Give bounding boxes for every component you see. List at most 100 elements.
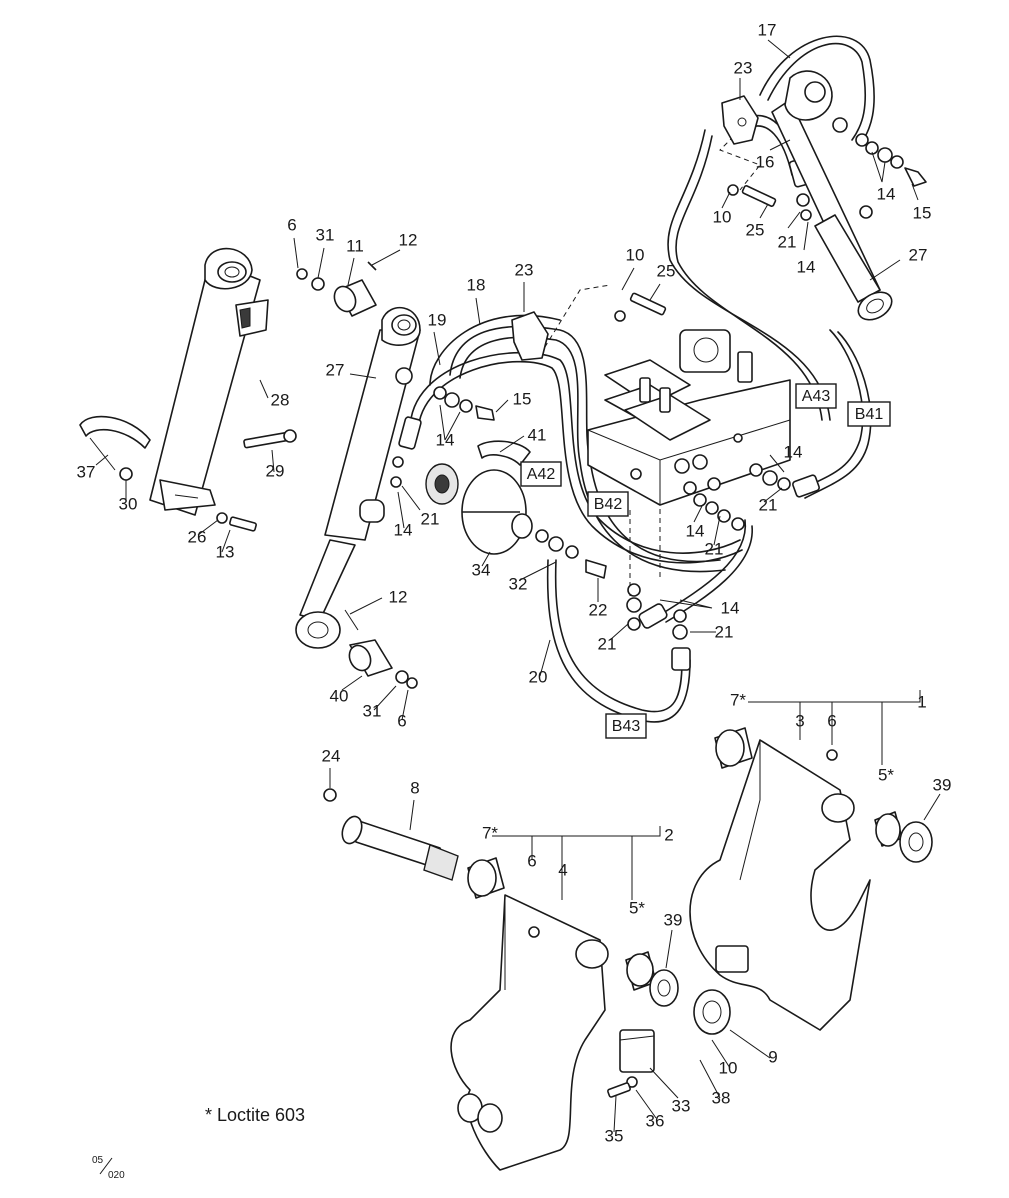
callout-14-valve: 14 xyxy=(784,442,803,461)
callout-39-right: 39 xyxy=(933,775,952,794)
hose-b41 xyxy=(792,329,872,499)
hose-17 xyxy=(667,35,875,421)
callout-12-b: 12 xyxy=(389,587,408,606)
callout-5-right: 5* xyxy=(878,765,894,784)
loctite-note: * Loctite 603 xyxy=(205,1105,305,1125)
svg-text:A43: A43 xyxy=(802,388,831,405)
callout-10-center: 10 xyxy=(626,245,645,264)
callout-27-top: 27 xyxy=(909,245,928,264)
callout-24: 24 xyxy=(322,746,341,765)
callout-37: 37 xyxy=(77,462,96,481)
port-box-b41: B41 xyxy=(847,401,891,427)
callout-14-center: 14 xyxy=(436,430,455,449)
callout-25-center: 25 xyxy=(657,261,676,280)
bracket-23-center xyxy=(511,311,549,361)
callout-21-lower-right: 21 xyxy=(715,622,734,641)
callout-14-lower: 14 xyxy=(721,598,740,617)
callout-12-a: 12 xyxy=(399,230,418,249)
callout-8: 8 xyxy=(410,778,419,797)
callout-14-valve-bottom: 14 xyxy=(686,521,705,540)
leader-lines xyxy=(95,39,941,1133)
hydraulic-cylinder-28 xyxy=(149,247,269,516)
callout-41: 41 xyxy=(528,425,547,444)
callout-11: 11 xyxy=(346,236,364,255)
callout-28: 28 xyxy=(271,390,290,409)
callout-14-top-b: 14 xyxy=(877,184,896,203)
callout-30: 30 xyxy=(119,494,138,513)
callout-40: 40 xyxy=(330,686,349,705)
callout-23-center: 23 xyxy=(515,260,534,279)
callout-35: 35 xyxy=(605,1126,624,1145)
callout-6-a: 6 xyxy=(287,215,296,234)
bracket-23-top xyxy=(721,95,759,145)
callout-7-left: 7* xyxy=(482,823,498,842)
callout-10-top: 10 xyxy=(713,207,732,226)
callout-9: 9 xyxy=(768,1047,777,1066)
svg-text:A42: A42 xyxy=(527,466,556,483)
callout-39-left: 39 xyxy=(664,910,683,929)
callout-5-left: 5* xyxy=(629,898,645,917)
callout-15-top: 15 xyxy=(913,203,932,222)
clamp-37 xyxy=(79,415,151,471)
callout-26: 26 xyxy=(188,527,207,546)
callout-16: 16 xyxy=(756,152,775,171)
page-code: 05 020 xyxy=(92,1155,125,1181)
callout-22: 22 xyxy=(589,600,608,619)
callout-6-right: 6 xyxy=(827,711,836,730)
callout-31-a: 31 xyxy=(316,225,335,244)
port-box-a43: A43 xyxy=(795,383,837,409)
svg-text:B43: B43 xyxy=(612,718,641,735)
callout-13: 13 xyxy=(216,542,235,561)
callout-7-right: 7* xyxy=(730,690,746,709)
callout-15-center: 15 xyxy=(513,389,532,408)
callout-3: 3 xyxy=(795,711,804,730)
callout-33: 33 xyxy=(672,1096,691,1115)
callout-38: 38 xyxy=(712,1088,731,1107)
callout-4: 4 xyxy=(558,860,567,879)
callout-21-center: 21 xyxy=(421,509,440,528)
callout-31-b: 31 xyxy=(363,701,382,720)
svg-text:B41: B41 xyxy=(855,406,884,423)
callout-6-b: 6 xyxy=(397,711,406,730)
hydraulic-cylinder-small xyxy=(771,70,893,321)
port-box-a42: A42 xyxy=(520,461,562,487)
callout-14-cyl: 14 xyxy=(394,520,413,539)
arm-assembly-1 xyxy=(689,727,933,1031)
callout-17: 17 xyxy=(758,20,777,39)
bolts-left xyxy=(119,429,297,532)
callout-27-main: 27 xyxy=(326,360,345,379)
arm-assembly-2 xyxy=(450,857,731,1171)
hose-19 xyxy=(398,351,743,564)
callout-21-top: 21 xyxy=(778,232,797,251)
callout-labels: 17 23 16 10 25 21 14 14 15 27 6 31 11 12… xyxy=(77,20,952,1145)
pin-11 xyxy=(296,261,377,317)
port-box-b43: B43 xyxy=(605,713,647,739)
svg-text:B42: B42 xyxy=(594,496,623,513)
callout-36: 36 xyxy=(646,1111,665,1130)
fittings-valve xyxy=(614,292,791,640)
callout-6-left: 6 xyxy=(527,851,536,870)
callout-34: 34 xyxy=(472,560,491,579)
valve-block xyxy=(587,329,791,506)
callout-19: 19 xyxy=(428,310,447,329)
fittings-top-right xyxy=(727,133,927,221)
callout-10-bottom: 10 xyxy=(719,1058,738,1077)
callout-29: 29 xyxy=(266,461,285,480)
callout-21-lower-left: 21 xyxy=(598,634,617,653)
hydraulic-cylinder-27 xyxy=(295,306,421,649)
fittings-center xyxy=(390,386,495,488)
callout-2: 2 xyxy=(664,825,673,844)
callout-20: 20 xyxy=(529,667,548,686)
callout-32: 32 xyxy=(509,574,528,593)
page-code-top: 05 xyxy=(92,1155,104,1166)
page-code-bottom: 020 xyxy=(108,1170,125,1181)
accumulator-34 xyxy=(425,440,607,579)
callout-18: 18 xyxy=(467,275,486,294)
port-box-b42: B42 xyxy=(587,491,629,517)
callout-23-top: 23 xyxy=(734,58,753,77)
callout-21-valve-right: 21 xyxy=(759,495,778,514)
pin-8 xyxy=(323,788,459,881)
hose-20 xyxy=(546,559,691,723)
callout-25-top: 25 xyxy=(746,220,765,239)
